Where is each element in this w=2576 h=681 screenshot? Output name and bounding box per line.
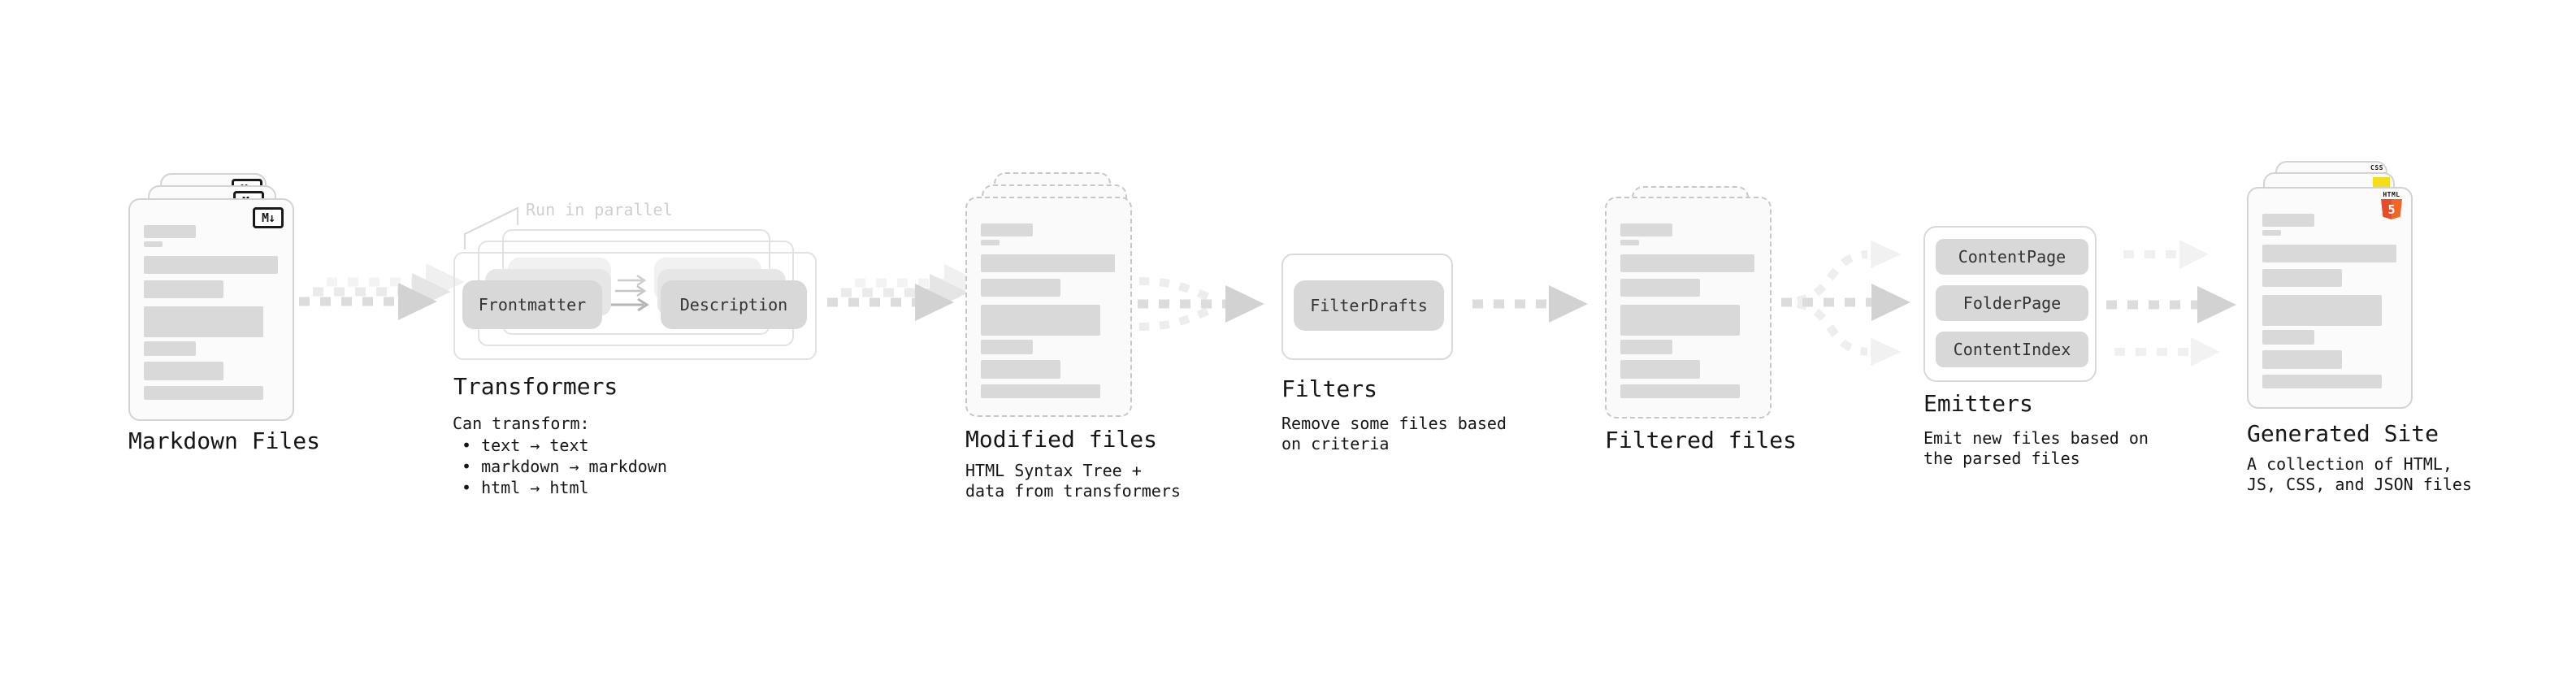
skeleton-line [144, 341, 196, 356]
html5-icon: HTML 5 [2380, 191, 2403, 219]
skeleton-line [981, 305, 1100, 336]
emitters-label: Emitters [1923, 390, 2033, 417]
transformers-bullet: • html → html [462, 478, 589, 497]
skeleton-line [1620, 384, 1740, 398]
skeleton-line [981, 240, 1000, 245]
modified-files-subtitle: HTML Syntax Tree + [965, 461, 1142, 480]
skeleton-line [981, 254, 1115, 272]
skeleton-line [144, 362, 223, 380]
transformers-subtitle: Can transform: [453, 414, 590, 433]
modified-files-label: Modified files [965, 426, 1158, 453]
emitter-pill-contentindex: ContentIndex [1936, 332, 2088, 367]
modified-file-card-front [965, 197, 1132, 417]
arrow-transformers-to-modified [827, 264, 983, 321]
arrow-frontmatter-to-description [609, 274, 649, 312]
skeleton-line [2262, 230, 2281, 236]
skeleton-line [2262, 330, 2314, 345]
site-file-card-front: HTML 5 [2247, 187, 2413, 409]
skeleton-line [981, 360, 1060, 379]
skeleton-line [1620, 360, 1700, 379]
markdown-files-label: Markdown Files [128, 427, 321, 454]
skeleton-line [144, 386, 263, 400]
filters-label: Filters [1281, 375, 1378, 402]
skeleton-line [981, 340, 1033, 354]
filtered-files-label: Filtered files [1605, 427, 1798, 453]
skeleton-line [1620, 254, 1754, 272]
skeleton-line [981, 384, 1100, 398]
skeleton-line [144, 225, 196, 238]
arrow-emitters-to-site [2106, 240, 2236, 367]
skeleton-line [144, 241, 163, 247]
generated-site-subtitle: A collection of HTML, [2247, 454, 2452, 474]
run-in-parallel-callout-line [463, 206, 519, 249]
skeleton-line [1620, 340, 1672, 354]
transformers-bullet: • markdown → markdown [462, 457, 667, 476]
skeleton-line [1620, 240, 1639, 245]
transformer-layer-front [453, 252, 817, 360]
filters-subtitle: on criteria [1281, 434, 1390, 453]
skeleton-line [2262, 214, 2314, 227]
arrow-markdown-to-transformers [299, 263, 465, 320]
emitter-pill-contentpage: ContentPage [1936, 239, 2088, 275]
run-in-parallel-label: Run in parallel [526, 200, 673, 219]
transformers-label: Transformers [453, 373, 618, 400]
emitters-box: ContentPage FolderPage ContentIndex [1923, 226, 2097, 382]
generated-site-subtitle: JS, CSS, and JSON files [2247, 475, 2472, 494]
emitters-subtitle: Emit new files based on [1923, 428, 2149, 448]
markdown-icon: M↓ [253, 207, 284, 228]
arrow-modified-to-filters-merge [1138, 277, 1264, 331]
skeleton-line [2262, 350, 2342, 369]
skeleton-line [1620, 305, 1740, 336]
transformers-bullet: • text → text [462, 436, 589, 455]
skeleton-line [144, 280, 223, 298]
generated-site-label: Generated Site [2247, 420, 2439, 447]
skeleton-line [981, 279, 1060, 297]
skeleton-line [1620, 279, 1700, 297]
modified-files-subtitle: data from transformers [965, 481, 1181, 501]
filters-subtitle: Remove some files based [1281, 414, 1507, 433]
skeleton-line [1620, 223, 1672, 236]
skeleton-line [2262, 245, 2396, 262]
skeleton-line [2262, 269, 2342, 287]
filters-box: FilterDrafts [1281, 254, 1453, 360]
filterdrafts-pill: FilterDrafts [1294, 280, 1444, 331]
skeleton-line [2262, 375, 2382, 388]
filtered-file-card-front [1605, 197, 1772, 419]
arrow-filtered-to-emitters-fork [1781, 241, 1910, 366]
skeleton-line [144, 306, 263, 337]
description-pill: Description [661, 280, 807, 329]
markdown-file-card-front: M↓ [128, 198, 294, 421]
arrow-filters-to-filtered [1472, 285, 1588, 323]
emitters-subtitle: the parsed files [1923, 449, 2080, 468]
emitter-pill-folderpage: FolderPage [1936, 285, 2088, 321]
skeleton-line [144, 256, 278, 274]
skeleton-line [981, 223, 1033, 236]
frontmatter-pill: Frontmatter [462, 280, 602, 329]
skeleton-line [2262, 295, 2382, 326]
